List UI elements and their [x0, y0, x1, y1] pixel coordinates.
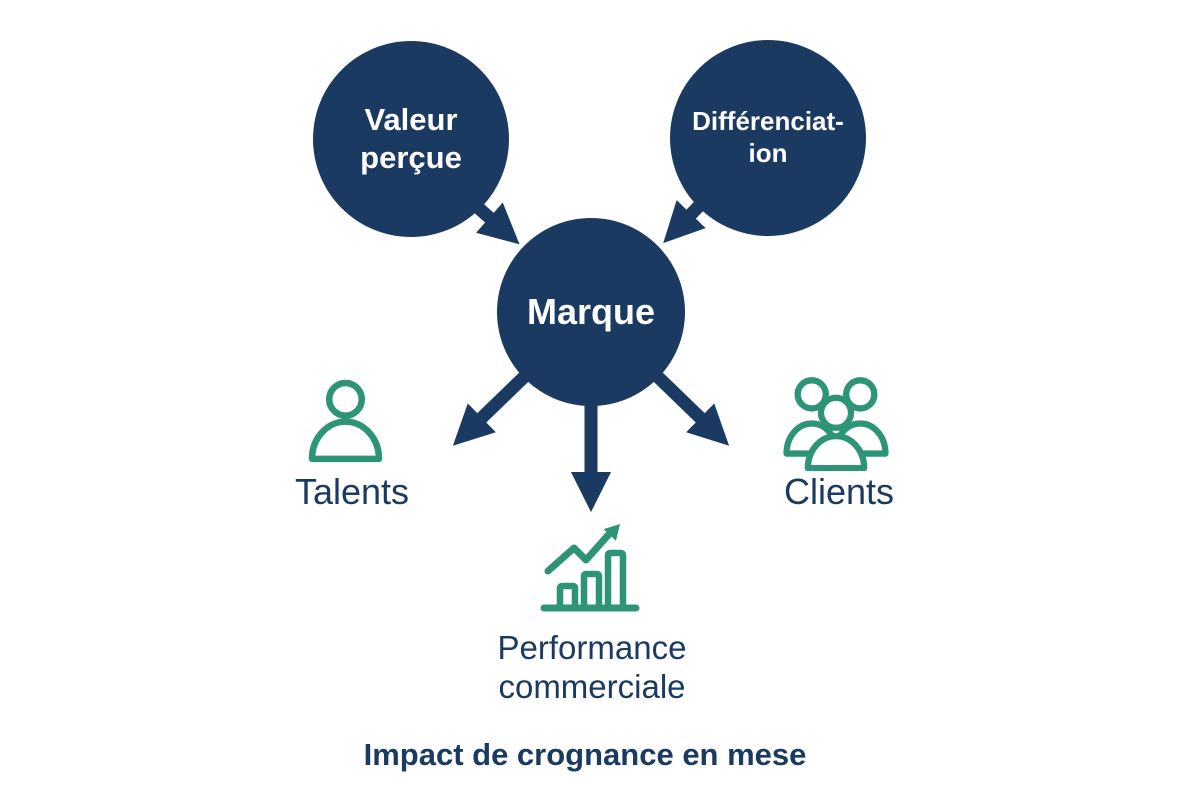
node-differenciation-line1: Différenciat- [692, 106, 844, 137]
arrow-valeur-to-marque [469, 199, 520, 245]
node-valeur-percue-line1: Valeur [364, 102, 458, 138]
node-valeur-percue: Valeur perçue [313, 41, 509, 237]
label-performance-line2: commerciale [498, 667, 686, 705]
person-icon [299, 377, 392, 470]
node-valeur-percue-line2: perçue [360, 140, 462, 175]
node-differenciation: Différenciat- ion [670, 40, 866, 236]
label-performance-commerciale: Performance commerciale [442, 629, 742, 707]
node-differenciation-line2: ion [748, 138, 788, 168]
people-group-icon [782, 374, 890, 471]
node-marque-label: Marque [526, 291, 656, 333]
growth-chart-icon [540, 514, 640, 616]
label-performance-line1: Performance [497, 629, 687, 666]
arrow-differenciation-to-marque [663, 200, 706, 244]
diagram-caption: Impact de crognance en mese [363, 737, 807, 772]
label-talents: Talents [294, 471, 410, 512]
arrow-marque-to-clients [653, 372, 730, 446]
node-marque: Marque [497, 218, 685, 406]
arrow-marque-to-talents [452, 372, 529, 446]
label-clients: Clients [783, 471, 895, 512]
